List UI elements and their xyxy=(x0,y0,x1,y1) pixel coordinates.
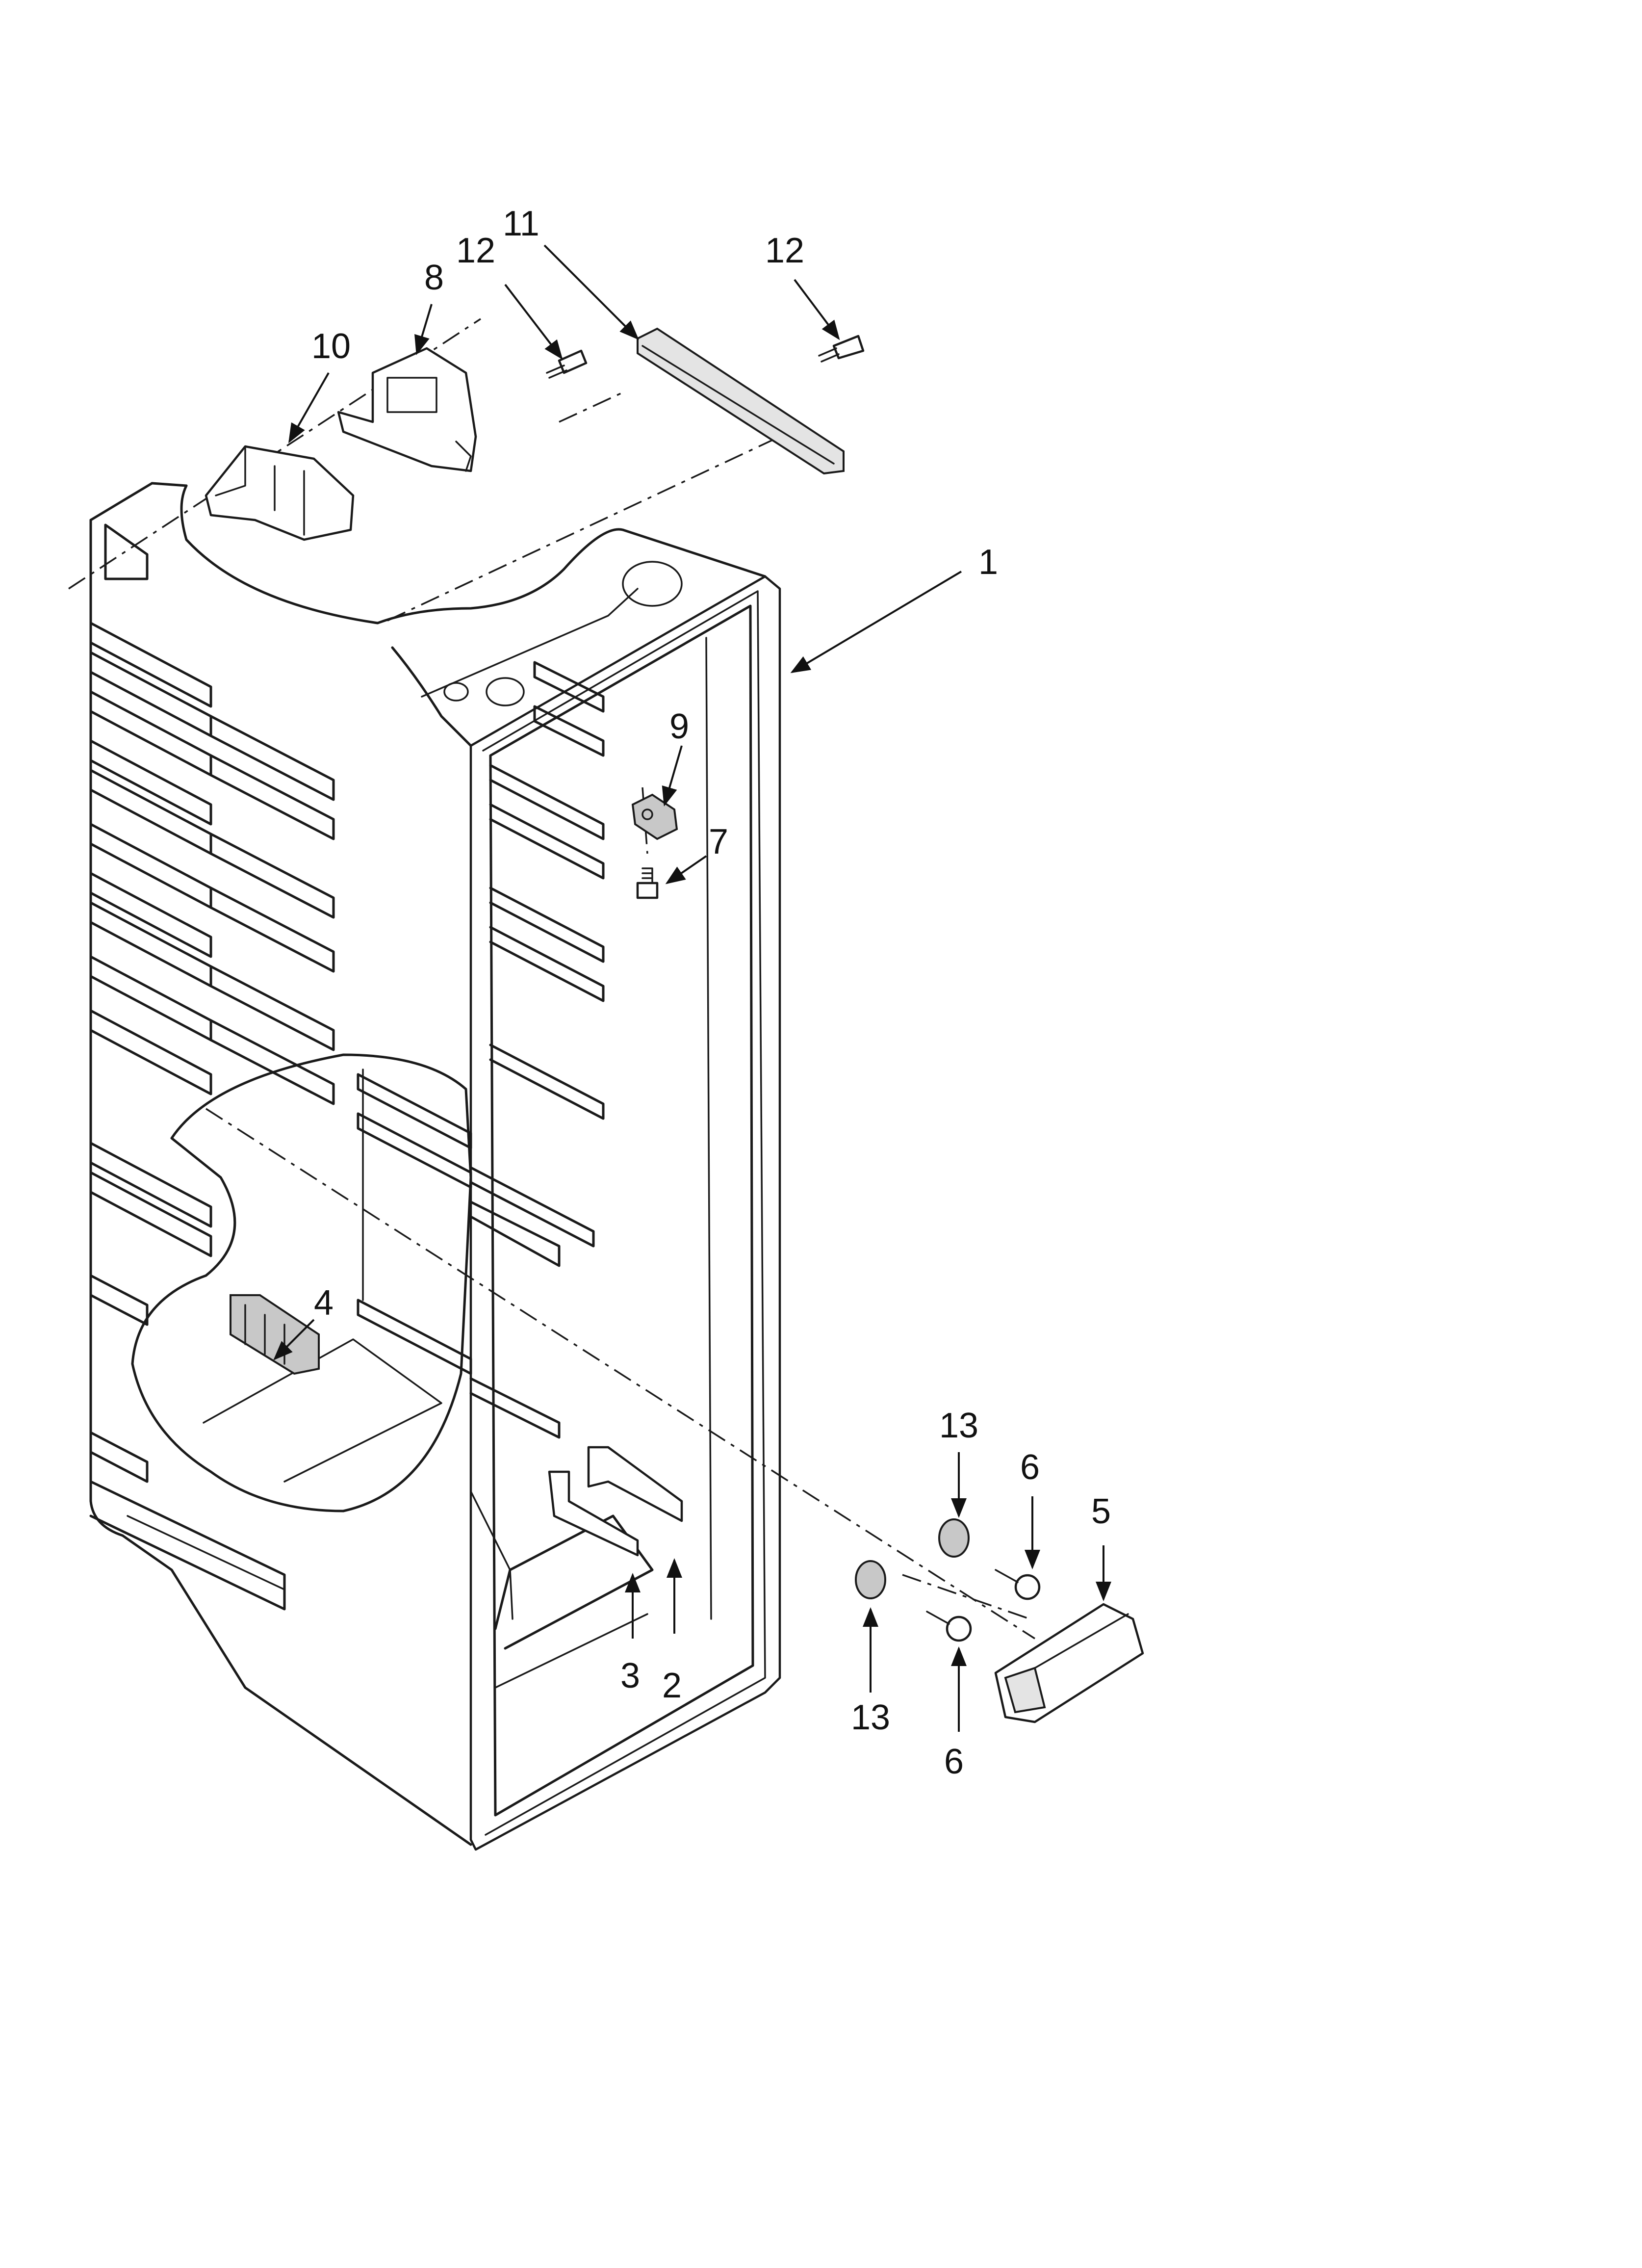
cutaway-interior xyxy=(131,1053,472,1512)
control-housing xyxy=(205,445,355,541)
label-part-1: 1 xyxy=(978,543,998,582)
cabinet-liner xyxy=(89,482,781,1851)
label-part-2: 2 xyxy=(662,1666,682,1705)
label-part-4: 4 xyxy=(314,1283,334,1323)
label-part-12-right: 12 xyxy=(765,231,804,270)
filter-4 xyxy=(230,1294,320,1375)
bracket-2 xyxy=(587,1446,683,1522)
duct-5 xyxy=(994,1603,1144,1723)
label-part-9: 9 xyxy=(669,707,689,746)
part-labels: 1 2 3 4 5 6 6 7 8 9 10 11 12 12 13 13 xyxy=(311,204,1111,1781)
cap-13-upper xyxy=(938,1518,970,1558)
screw-12-right xyxy=(818,335,865,363)
label-part-10: 10 xyxy=(311,327,351,366)
label-part-3: 3 xyxy=(620,1656,640,1695)
top-cutaway xyxy=(180,484,683,706)
fastener-6-upper xyxy=(995,1569,1041,1600)
bracket xyxy=(337,347,477,472)
label-part-5: 5 xyxy=(1091,1492,1111,1531)
label-part-6-lower: 6 xyxy=(944,1742,964,1781)
leader-arrows xyxy=(273,244,1111,1732)
label-part-13-lower: 13 xyxy=(851,1698,890,1737)
label-part-13-upper: 13 xyxy=(939,1406,978,1445)
label-part-12-left: 12 xyxy=(456,231,495,270)
side-shelf-rails xyxy=(89,622,335,1611)
screw-7 xyxy=(636,867,659,899)
label-part-7: 7 xyxy=(709,822,728,861)
bracket-3 xyxy=(548,1470,639,1557)
top-rail xyxy=(637,327,845,475)
screw-12-left xyxy=(546,349,588,379)
cap-13-lower xyxy=(855,1560,886,1599)
label-part-11: 11 xyxy=(503,204,539,243)
inner-shelf-rails xyxy=(469,661,605,1439)
label-part-6-upper: 6 xyxy=(1020,1448,1040,1487)
fastener-6-lower xyxy=(926,1611,972,1642)
label-part-8: 8 xyxy=(424,258,444,297)
